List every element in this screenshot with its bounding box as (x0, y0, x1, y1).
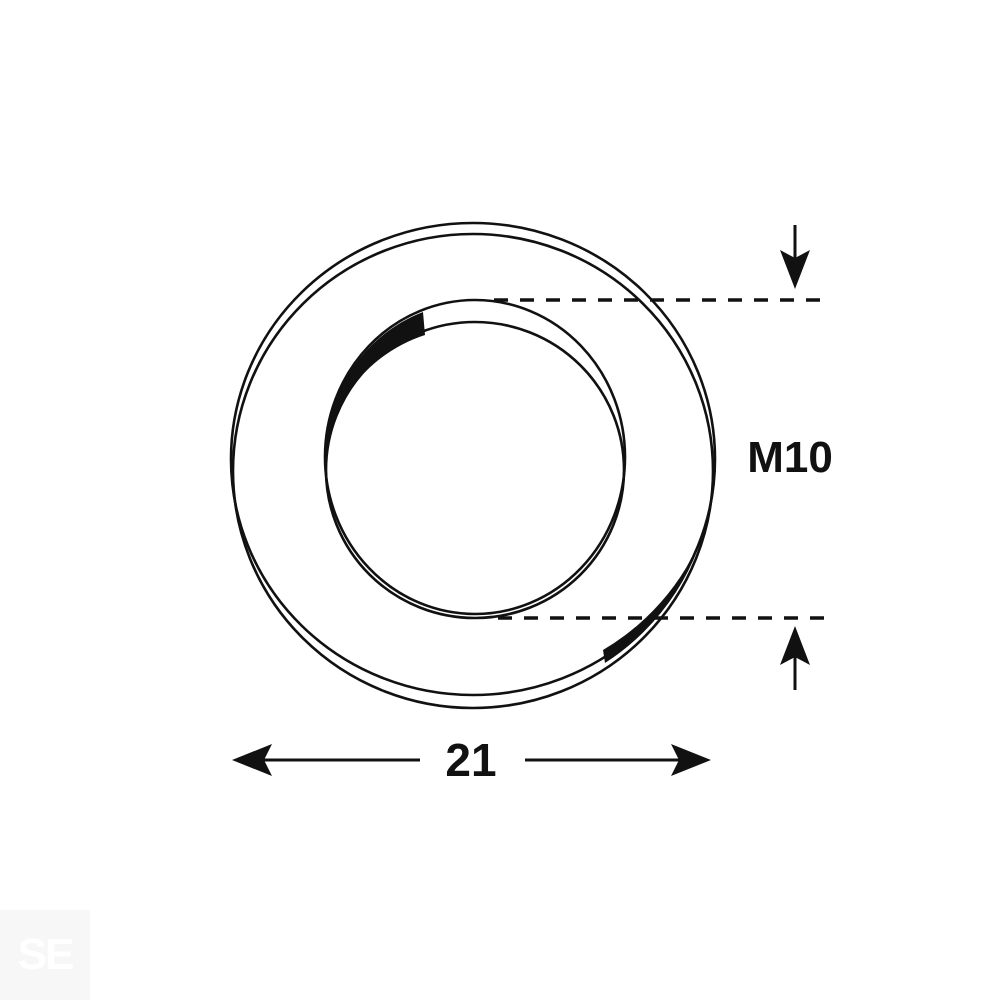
washer-shading (324, 312, 711, 663)
washer-outer-back-edge (231, 232, 715, 710)
washer-hole-front-edge (324, 320, 626, 620)
hole-shadow-crescent (324, 312, 425, 470)
arrow-up-icon (780, 626, 810, 690)
outer-diameter-label: 21 (445, 734, 496, 786)
washer-drawing (229, 221, 717, 710)
arrow-down-icon (780, 225, 810, 289)
thread-size-label: M10 (747, 433, 833, 482)
arrow-right-icon (525, 744, 711, 776)
extension-lines (494, 298, 828, 620)
watermark-text: SE (17, 930, 75, 979)
arrow-left-icon (232, 744, 420, 776)
washer-outer-front-edge (229, 221, 717, 697)
watermark-logo: SE (0, 910, 90, 1000)
rim-shadow-crescent (603, 500, 711, 663)
